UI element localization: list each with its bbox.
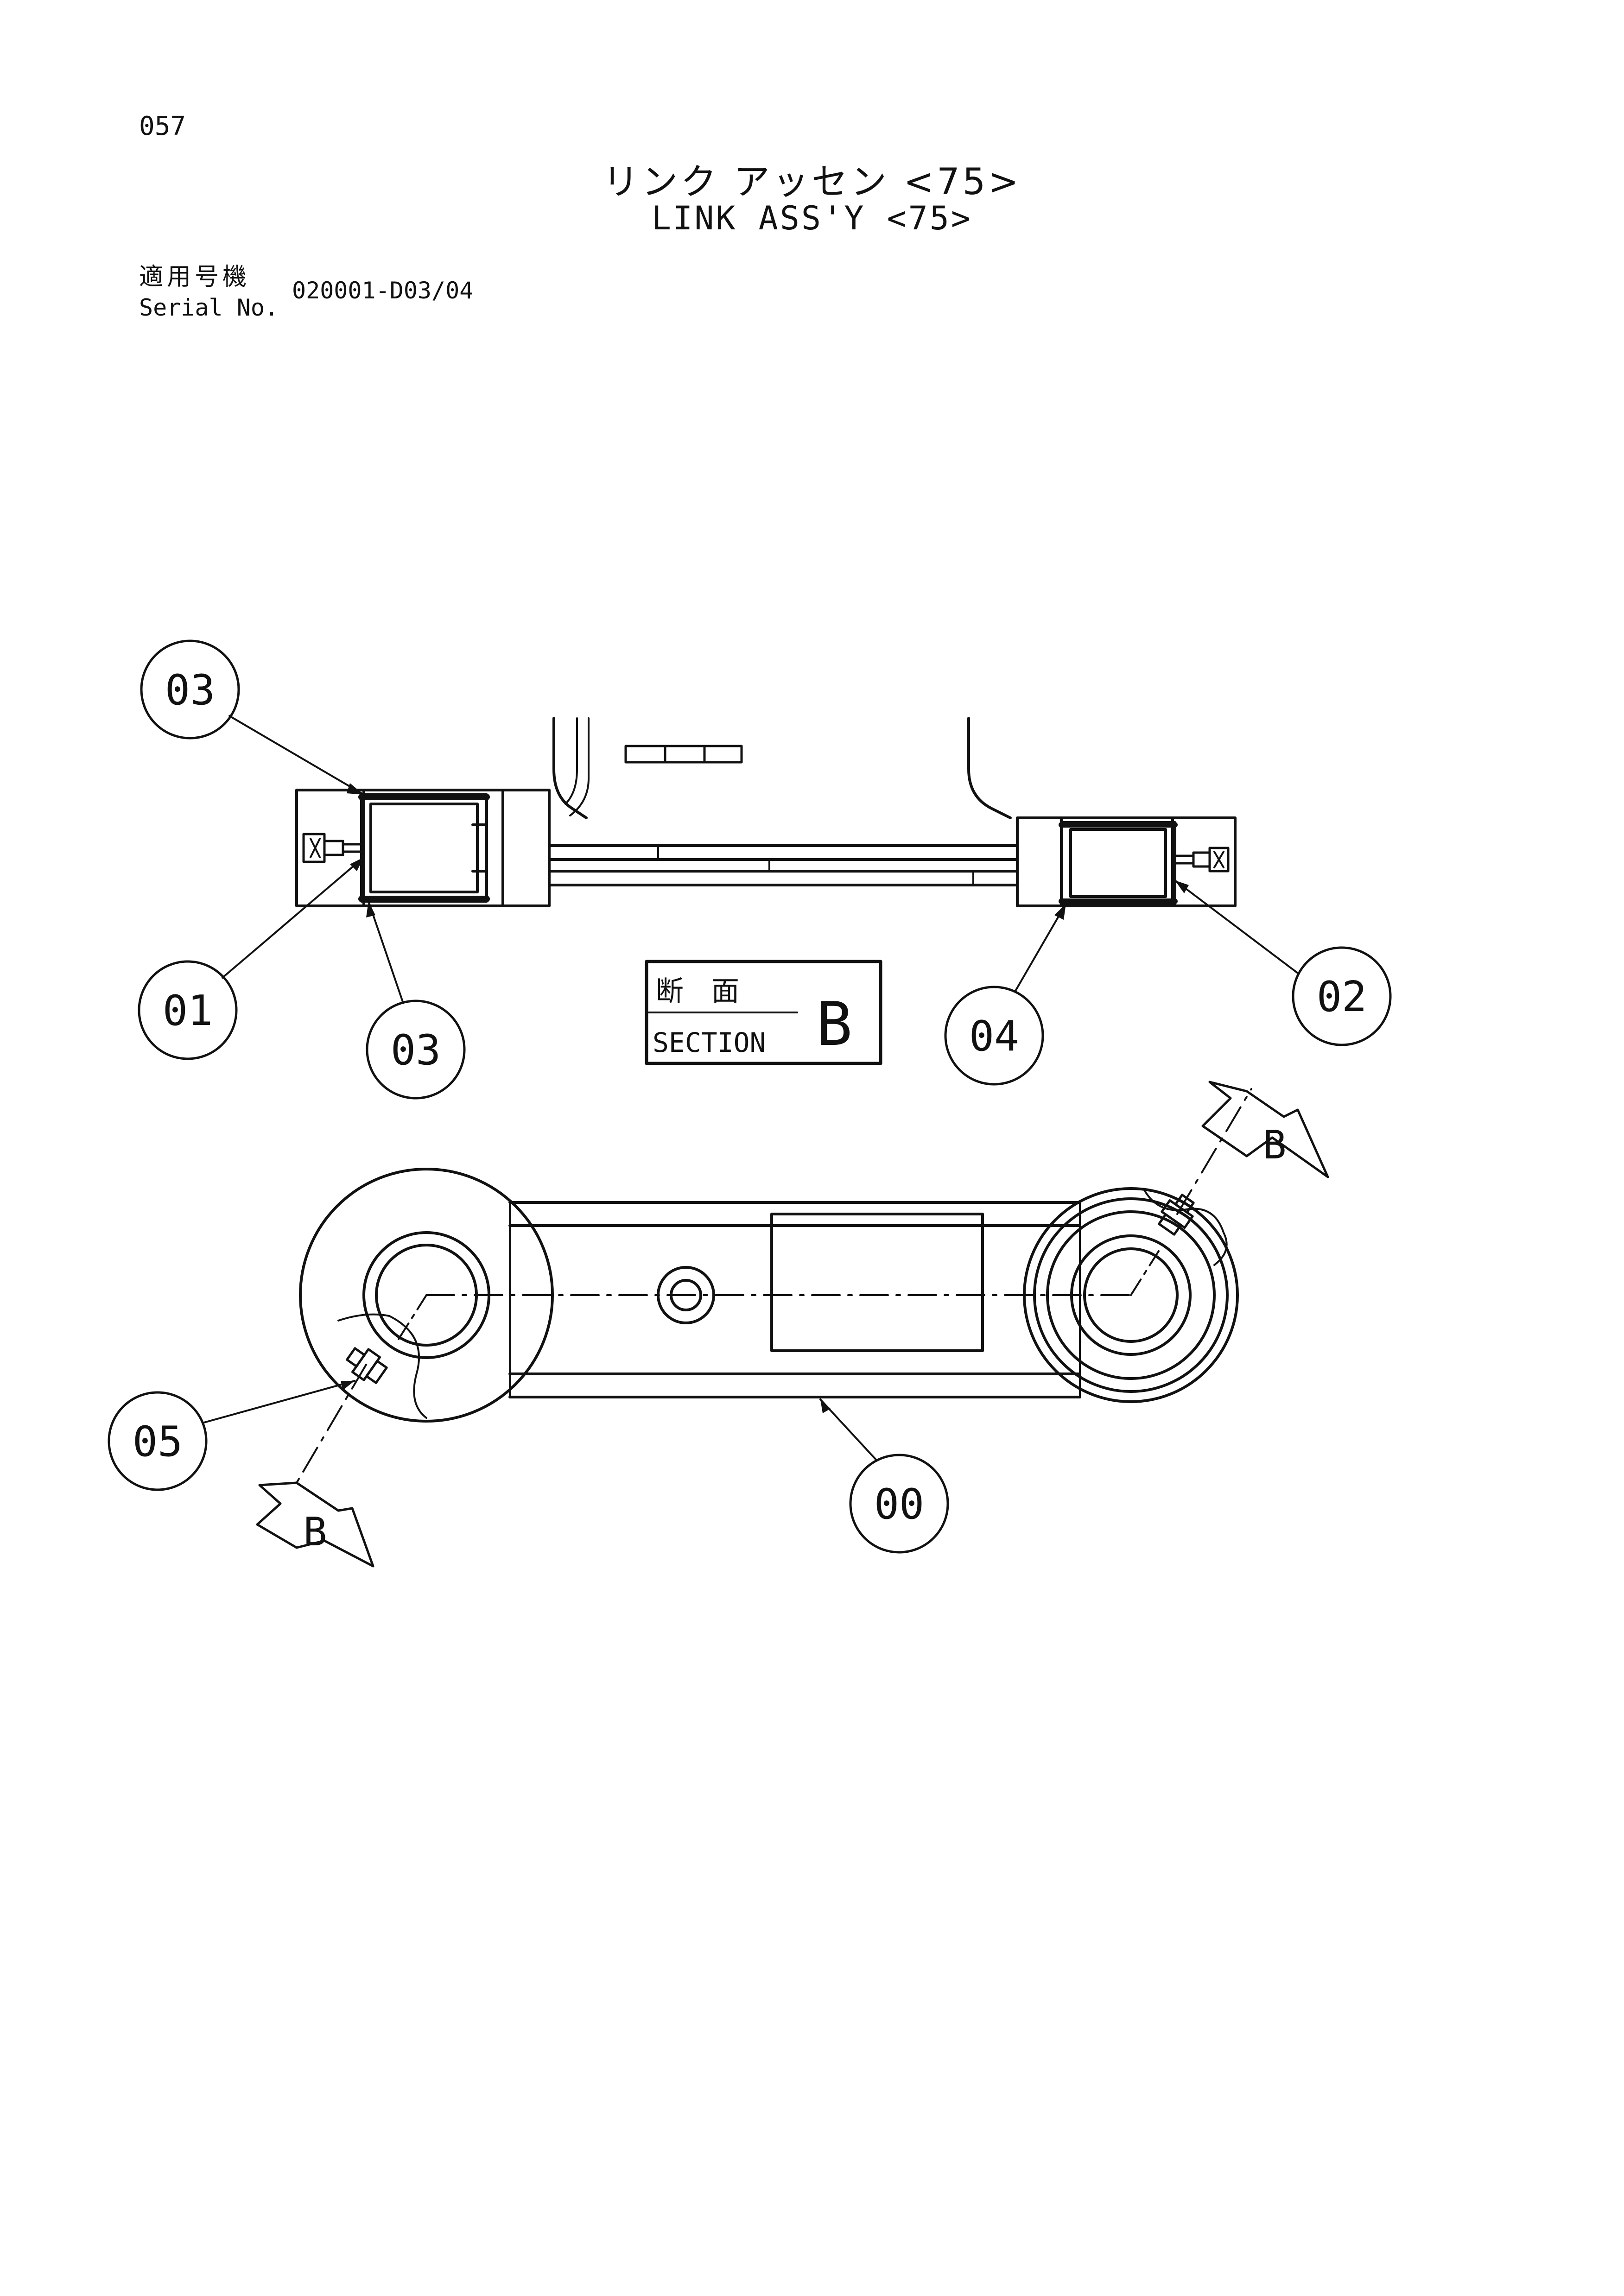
- callout-03-bottom-shape: [366, 900, 466, 1100]
- callout-03-top-shape: [140, 639, 365, 796]
- section-arrow-lower-left: [256, 1481, 374, 1568]
- section-label-box: [645, 960, 882, 1065]
- serial-number-value: 020001-D03/04: [292, 277, 474, 304]
- serial-label-japanese: 適用号機: [139, 263, 251, 291]
- callout-05: 05: [133, 1417, 183, 1466]
- callout-04-shape: [944, 903, 1067, 1086]
- section-arrow-upper-right-letter: B: [1262, 1122, 1286, 1168]
- plan-view: [296, 1088, 1252, 1484]
- callout-03-bottom: 03: [391, 1026, 441, 1075]
- callout-04: 04: [969, 1012, 1019, 1061]
- page-number: 057: [139, 111, 186, 141]
- title-english: LINK ASS'Y <75>: [651, 199, 973, 237]
- callout-03-top: 03: [165, 666, 215, 715]
- callout-05-shape: [108, 1380, 355, 1491]
- title-japanese: リンク アッセン <75>: [603, 161, 1021, 203]
- callout-00-shape: [819, 1398, 949, 1554]
- section-view: [295, 717, 1237, 907]
- section-arrow-lower-left-letter: B: [303, 1509, 327, 1555]
- serial-label-english: Serial No.: [139, 294, 279, 321]
- callout-00: 00: [874, 1480, 924, 1529]
- section-label-english: SECTION: [653, 1027, 766, 1058]
- callout-01-shape: [138, 856, 365, 1060]
- section-arrow-upper-right: [1201, 1081, 1329, 1178]
- section-label-japanese: 断 面: [656, 975, 739, 1008]
- callout-01: 01: [163, 987, 213, 1035]
- section-label-letter: B: [816, 989, 852, 1059]
- callout-02-shape: [1174, 879, 1392, 1046]
- callout-02: 02: [1317, 973, 1367, 1021]
